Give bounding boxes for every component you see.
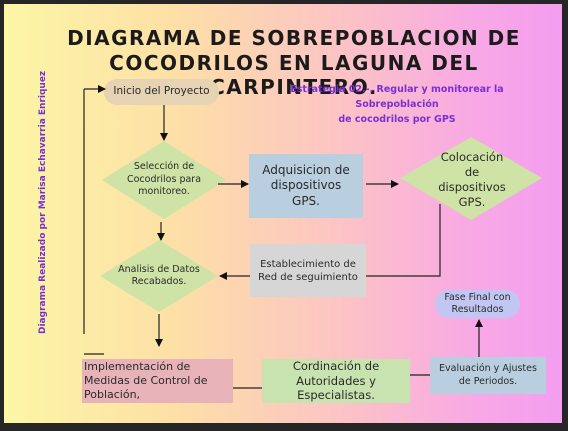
analysis-diamond-shape [100,240,218,312]
gps-acquisition-label: Adquisicion de dispositivos GPS. [262,162,350,208]
control-measures-label: Implementación de Medidas de Control de … [84,359,208,402]
final-phase-label: Fase Final con Resultados [444,291,511,315]
final-phase-oval-shape [435,290,520,318]
evaluation-box-shape [430,357,546,394]
gps-acquisition-box-shape [249,154,363,218]
diagram-canvas: DIAGRAMA DE SOBREPOBLACION DE COCODRILOS… [4,4,562,423]
analysis-node-label: Analisis de Datos Recabados. [118,263,200,287]
strategy-subtitle: Estrategia 02.-. Regular y monitorear la… [252,82,542,127]
coordination-label: Cordinación de Autoridades y Especialist… [292,358,380,403]
gps-placement-diamond-shape [400,137,542,220]
strategy-line1: Estrategia 02.-. Regular y monitorear la… [290,84,504,110]
diagram-title-line1: DIAGRAMA DE SOBREPOBLACION DE [67,26,521,50]
diagram-title-line2: COCODRILOS EN LAGUNA DEL CARPINTERO. [109,51,479,99]
start-oval-shape [104,79,219,105]
selection-node-label: Selección de Cocodrilos para monitoreo. [126,161,202,198]
tracking-network-label: Establecimiento de Red de seguimiento [258,258,358,283]
tracking-network-box-shape [250,244,366,297]
strategy-line2: de cocodrilos por GPS [338,114,456,125]
evaluation-label: Evaluación y Ajustes de Periodos. [439,363,537,387]
connectors-layer [82,79,546,403]
control-measures-box-shape [82,359,233,403]
line-placement-down [366,204,441,277]
start-node-label: Inicio del Proyecto [113,85,210,98]
selection-diamond-shape [102,141,226,219]
gps-placement-label: Colocación de dispositivos GPS. [438,150,506,209]
coordination-box-shape [262,359,410,403]
